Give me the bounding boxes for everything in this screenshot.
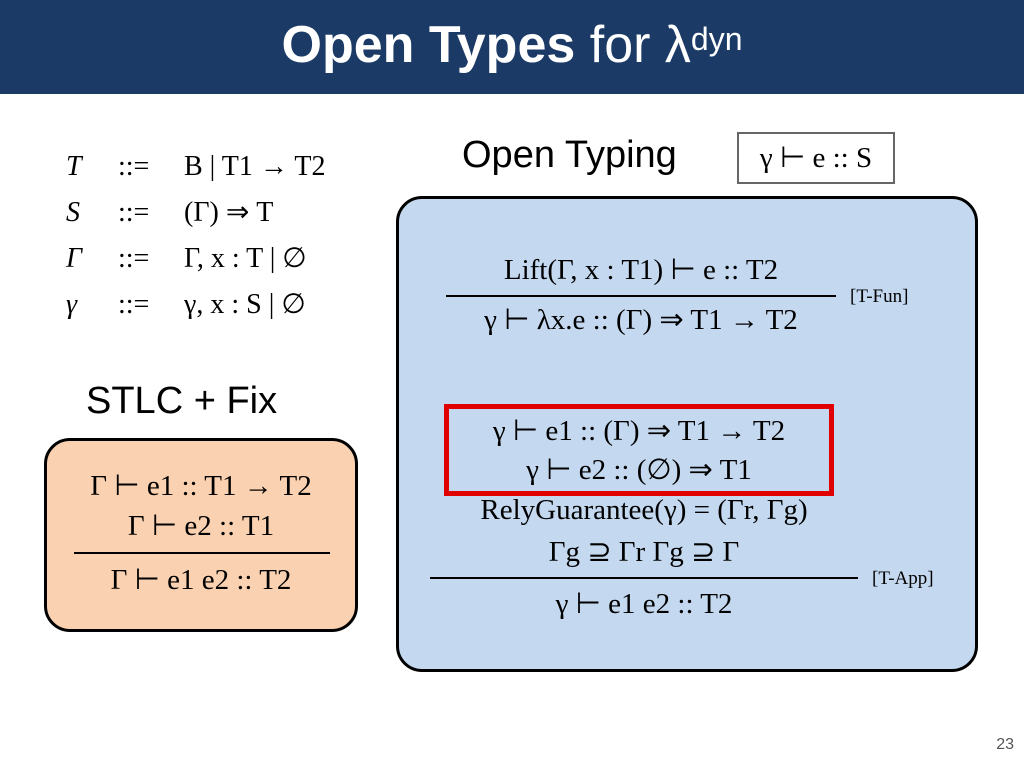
grammar-row: T::= B | T1 → T2	[66, 144, 325, 190]
title-superscript: dyn	[690, 21, 743, 57]
title-regular: for λ	[589, 16, 691, 74]
stlc-heading: STLC + Fix	[86, 380, 278, 422]
t-app-label: [T-App]	[872, 568, 934, 589]
open-typing-heading: Open Typing	[462, 134, 677, 176]
grammar-lhs: γ	[66, 289, 78, 320]
grammar-rhs: γ, x : S | ∅	[184, 289, 306, 320]
open-typing-rules-panel	[396, 196, 978, 672]
slide-title: Open Types for λdyn	[0, 10, 1024, 80]
stlc-premise-2: Γ ⊢ e2 :: T1	[127, 510, 275, 542]
title-bold: Open Types	[281, 16, 576, 74]
grammar-row: Γ::= Γ, x : T | ∅	[66, 236, 325, 282]
grammar-op: ::=	[118, 289, 150, 320]
stlc-inference-bar	[74, 552, 330, 554]
stlc-rule-panel	[44, 438, 358, 632]
t-fun-premise: Lift(Γ, x : T1) ⊢ e :: T2	[503, 254, 779, 286]
grammar-op: ::=	[118, 243, 150, 274]
grammar-lhs: Γ	[66, 243, 82, 274]
t-app-inference-bar	[430, 577, 858, 579]
t-fun-label: [T-Fun]	[850, 286, 909, 307]
type-grammar: T::=B | T1 → T2 S::=(Γ) ⇒ T Γ::=Γ, x : T…	[66, 144, 325, 328]
grammar-lhs: T	[66, 151, 82, 182]
stlc-conclusion: Γ ⊢ e1 e2 :: T2	[110, 564, 292, 596]
grammar-rhs: (Γ) ⇒ T	[184, 197, 274, 228]
grammar-rhs: B | T1 → T2	[184, 151, 326, 182]
stlc-premise-1: Γ ⊢ e1 :: T1 → T2	[90, 470, 312, 502]
grammar-row: γ::= γ, x : S | ∅	[66, 282, 325, 328]
title-banner	[0, 0, 1024, 94]
t-app-premise-3: RelyGuarantee(γ) = (Γr, Γg)	[480, 494, 808, 526]
grammar-rhs: Γ, x : T | ∅	[184, 243, 307, 274]
grammar-op: ::=	[118, 197, 150, 228]
grammar-op: ::=	[118, 151, 150, 182]
grammar-row: S::= (Γ) ⇒ T	[66, 190, 325, 236]
grammar-lhs: S	[66, 197, 80, 228]
t-app-premise-4: Γg ⊇ Γr Γg ⊇ Γ	[548, 536, 740, 568]
t-app-premise-1: γ ⊢ e1 :: (Γ) ⇒ T1 → T2	[492, 415, 786, 447]
page-number: 23	[996, 736, 1014, 753]
t-fun-conclusion: γ ⊢ λx.e :: (Γ) ⇒ T1 → T2	[484, 304, 798, 336]
highlight-box	[444, 404, 834, 496]
t-app-conclusion: γ ⊢ e1 e2 :: T2	[555, 588, 733, 620]
open-typing-judgment: γ ⊢ e :: S	[737, 132, 895, 184]
t-app-premise-2: γ ⊢ e2 :: (∅) ⇒ T1	[526, 454, 752, 486]
t-fun-inference-bar	[446, 295, 836, 297]
